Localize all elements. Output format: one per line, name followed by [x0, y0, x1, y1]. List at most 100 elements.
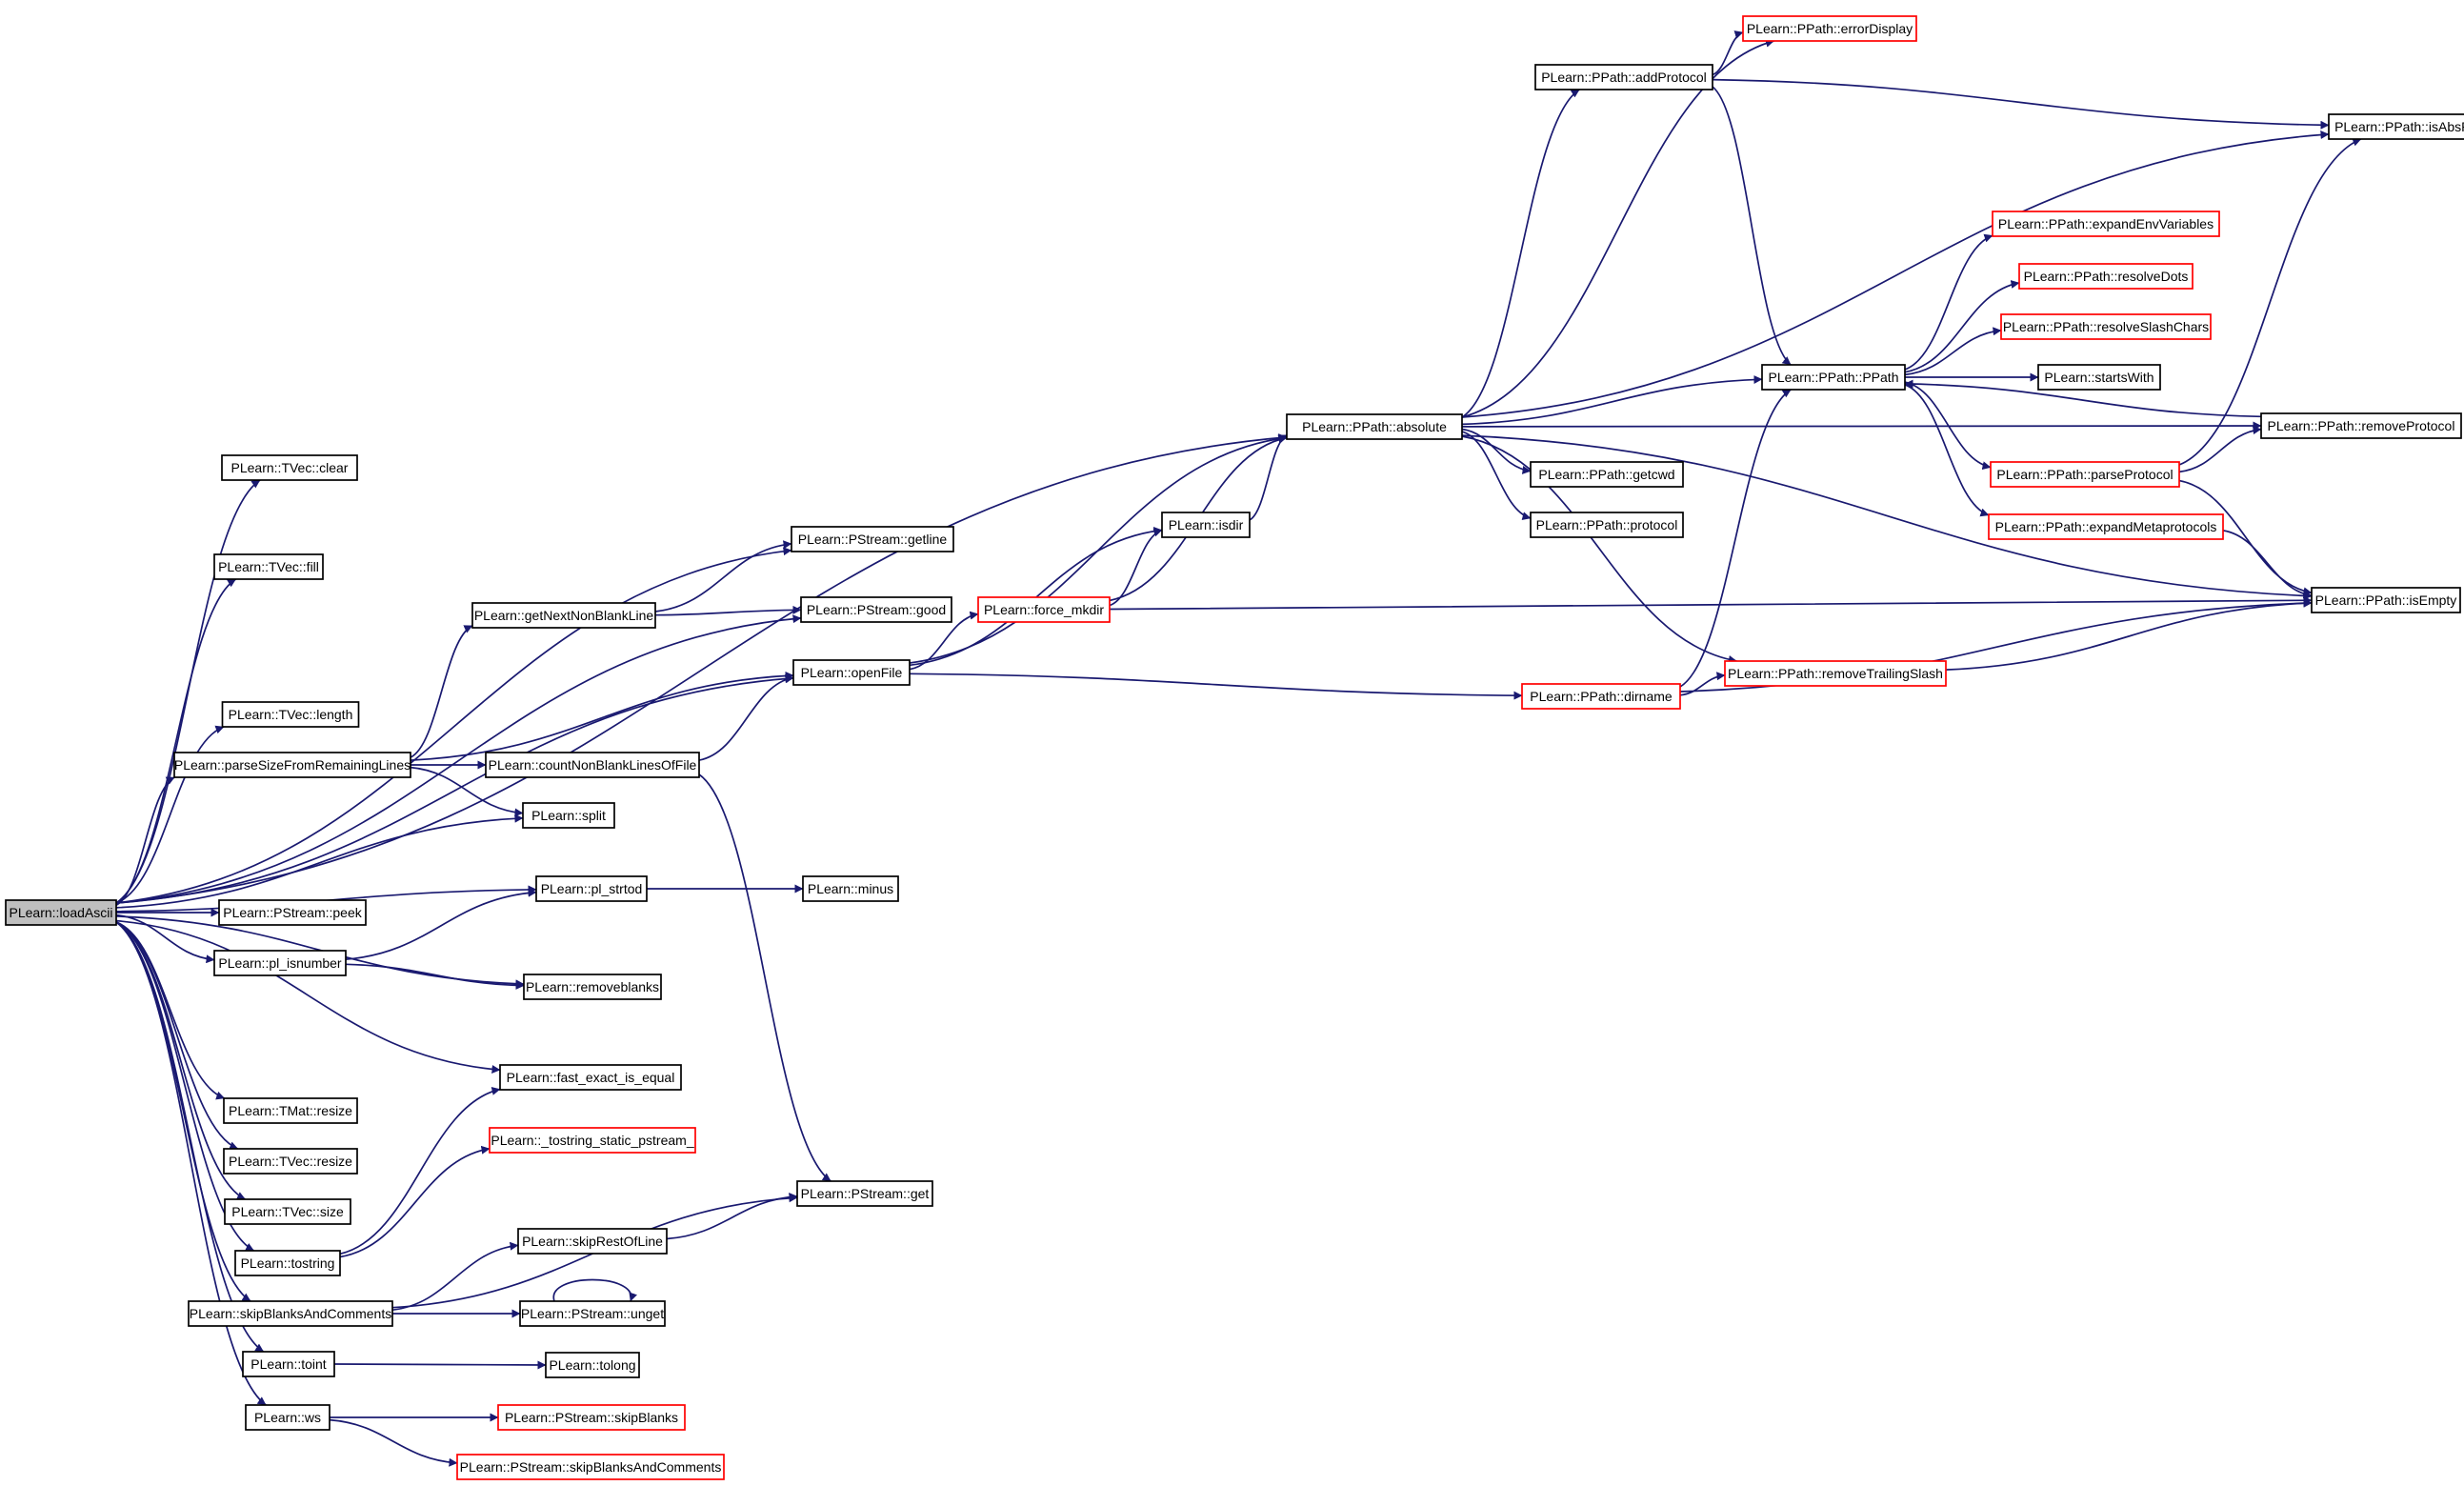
- node-expandMeta[interactable]: PLearn::PPath::expandMetaprotocols: [1988, 513, 2224, 540]
- node-label: PLearn::_tostring_static_pstream_: [491, 1133, 693, 1148]
- node-ppath[interactable]: PLearn::PPath::PPath: [1761, 364, 1906, 391]
- edge-absolute-to-protocol: [1461, 431, 1532, 521]
- node-dirname[interactable]: PLearn::PPath::dirname: [1521, 683, 1681, 710]
- node-pstream_get[interactable]: PLearn::PStream::get: [796, 1180, 933, 1207]
- edge-loadAscii-to-tvec_length: [115, 725, 225, 904]
- node-pstream_good[interactable]: PLearn::PStream::good: [800, 596, 952, 623]
- node-tolong[interactable]: PLearn::tolong: [545, 1352, 640, 1378]
- node-label: PLearn::PPath::PPath: [1769, 370, 1899, 385]
- edge-parseProtocol-to-removeProtocol: [2178, 426, 2262, 473]
- node-protocol[interactable]: PLearn::PPath::protocol: [1530, 512, 1684, 538]
- node-label: PLearn::PPath::expandEnvVariables: [1998, 216, 2214, 231]
- node-countNonBlank[interactable]: PLearn::countNonBlankLinesOfFile: [485, 752, 700, 778]
- edge-absolute-to-errorDisplay: [1461, 38, 1774, 418]
- edge-tostring-to-fast_exact: [339, 1087, 501, 1255]
- node-tvec_clear[interactable]: PLearn::TVec::clear: [221, 454, 358, 481]
- node-box: [522, 802, 615, 829]
- node-box: [223, 1148, 358, 1175]
- node-label: PLearn::PPath::removeTrailingSlash: [1728, 666, 1943, 681]
- node-box: [471, 602, 656, 629]
- node-box: [188, 1300, 393, 1327]
- node-label: PLearn::PPath::protocol: [1536, 517, 1678, 532]
- edge-loadAscii-to-tostring: [115, 921, 255, 1252]
- node-label: PLearn::toint: [250, 1356, 326, 1372]
- edge-removeProtocol-to-ppath: [1904, 379, 2262, 418]
- node-skipBlanks[interactable]: PLearn::PStream::skipBlanks: [497, 1404, 686, 1431]
- node-resolveDots[interactable]: PLearn::PPath::resolveDots: [2018, 263, 2194, 290]
- node-removeblanks[interactable]: PLearn::removeblanks: [523, 974, 662, 1000]
- node-absolute[interactable]: PLearn::PPath::absolute: [1286, 413, 1463, 440]
- node-isdir[interactable]: PLearn::isdir: [1161, 512, 1251, 538]
- node-label: PLearn::PPath::absolute: [1302, 419, 1447, 434]
- edge-loadAscii-to-split: [115, 813, 524, 909]
- node-force_mkdir[interactable]: PLearn::force_mkdir: [977, 596, 1111, 623]
- node-label: PLearn::PPath::dirname: [1530, 689, 1673, 704]
- node-split[interactable]: PLearn::split: [522, 802, 615, 829]
- edge-loadAscii-to-openFile: [115, 674, 794, 904]
- edge-loadAscii-to-tvec_resize: [115, 921, 239, 1150]
- node-label: PLearn::minus: [808, 881, 893, 896]
- node-box: [1534, 64, 1713, 90]
- node-toint[interactable]: PLearn::toint: [242, 1351, 335, 1377]
- node-pstream_getline[interactable]: PLearn::PStream::getline: [791, 526, 954, 552]
- node-label: PLearn::ws: [254, 1410, 321, 1425]
- node-box: [545, 1352, 640, 1378]
- edge-skipRestOfLine-to-pstream_get: [666, 1193, 798, 1240]
- node-getcwd[interactable]: PLearn::PPath::getcwd: [1530, 461, 1684, 488]
- node-errorDisplay[interactable]: PLearn::PPath::errorDisplay: [1742, 15, 1917, 42]
- edge-skipBlanksAndComments-to-skipRestOfLine: [391, 1241, 519, 1312]
- node-parseSize[interactable]: PLearn::parseSizeFromRemainingLines: [173, 752, 411, 778]
- node-ws[interactable]: PLearn::ws: [245, 1404, 331, 1431]
- node-box: [1990, 461, 2180, 488]
- node-box: [485, 752, 700, 778]
- node-box: [796, 1180, 933, 1207]
- edge-absolute-to-ppath: [1461, 374, 1763, 426]
- node-tvec_size[interactable]: PLearn::TVec::size: [224, 1198, 351, 1225]
- node-addProtocol[interactable]: PLearn::PPath::addProtocol: [1534, 64, 1713, 90]
- node-openFile[interactable]: PLearn::openFile: [792, 659, 911, 686]
- edge-parseProtocol-to-isAbsPath: [2178, 138, 2362, 466]
- node-skipRestOfLine[interactable]: PLearn::skipRestOfLine: [517, 1228, 668, 1255]
- node-resolveSlash[interactable]: PLearn::PPath::resolveSlashChars: [2000, 313, 2212, 340]
- node-tmat_resize[interactable]: PLearn::TMat::resize: [223, 1097, 358, 1124]
- node-parseProtocol[interactable]: PLearn::PPath::parseProtocol: [1990, 461, 2180, 488]
- nodes-layer: PLearn::loadAsciiPLearn::TVec::clearPLea…: [5, 15, 2464, 1480]
- node-tostring[interactable]: PLearn::tostring: [234, 1250, 341, 1276]
- edge-loadAscii-to-pl_isnumber: [115, 914, 215, 964]
- edge-pl_isnumber-to-removeblanks: [345, 963, 525, 990]
- node-pskipBlanksAndComments[interactable]: PLearn::PStream::skipBlanksAndComments: [456, 1454, 725, 1480]
- node-tostring_static[interactable]: PLearn::_tostring_static_pstream_: [489, 1127, 696, 1154]
- node-label: PLearn::countNonBlankLinesOfFile: [489, 757, 697, 773]
- node-pl_strtod[interactable]: PLearn::pl_strtod: [535, 875, 648, 902]
- node-tvec_fill[interactable]: PLearn::TVec::fill: [213, 553, 324, 580]
- node-isAbsPath[interactable]: PLearn::PPath::isAbsPath: [2328, 113, 2464, 140]
- edge-force_mkdir-to-isdir: [1109, 528, 1163, 607]
- node-expandEnv[interactable]: PLearn::PPath::expandEnvVariables: [1992, 211, 2220, 237]
- node-pstream_unget[interactable]: PLearn::PStream::unget: [519, 1300, 666, 1327]
- node-label: PLearn::loadAscii: [10, 905, 113, 920]
- node-tvec_length[interactable]: PLearn::TVec::length: [221, 701, 360, 728]
- edge-addProtocol-to-ppath: [1712, 86, 1792, 366]
- edge-loadAscii-to-toint: [115, 921, 265, 1353]
- node-label: PLearn::PStream::skipBlanksAndComments: [460, 1459, 722, 1475]
- node-fast_exact[interactable]: PLearn::fast_exact_is_equal: [499, 1064, 682, 1091]
- node-label: PLearn::TVec::size: [231, 1204, 344, 1219]
- node-label: PLearn::PPath::resolveSlashChars: [2003, 319, 2209, 334]
- node-tvec_resize[interactable]: PLearn::TVec::resize: [223, 1148, 358, 1175]
- node-loadAscii[interactable]: PLearn::loadAscii: [5, 899, 117, 926]
- node-skipBlanksAndComments[interactable]: PLearn::skipBlanksAndComments: [188, 1300, 393, 1327]
- node-startsWith[interactable]: PLearn::startsWith: [2037, 364, 2161, 391]
- node-box: [517, 1228, 668, 1255]
- edge-absolute-to-isAbsPath: [1461, 131, 2330, 418]
- node-removeTrailingSlash[interactable]: PLearn::PPath::removeTrailingSlash: [1724, 660, 1947, 687]
- node-pstream_peek[interactable]: PLearn::PStream::peek: [218, 899, 367, 926]
- node-minus[interactable]: PLearn::minus: [802, 875, 899, 902]
- edge-parseSize-to-split: [410, 766, 524, 817]
- node-label: PLearn::PPath::expandMetaprotocols: [1995, 519, 2217, 534]
- node-pl_isnumber[interactable]: PLearn::pl_isnumber: [213, 950, 347, 976]
- node-label: PLearn::tolong: [549, 1357, 635, 1373]
- node-label: PLearn::PStream::get: [801, 1186, 930, 1201]
- node-isEmpty[interactable]: PLearn::PPath::isEmpty: [2311, 587, 2461, 613]
- node-getNextNonBlankLine[interactable]: PLearn::getNextNonBlankLine: [471, 602, 656, 629]
- node-removeProtocol[interactable]: PLearn::PPath::removeProtocol: [2260, 412, 2462, 439]
